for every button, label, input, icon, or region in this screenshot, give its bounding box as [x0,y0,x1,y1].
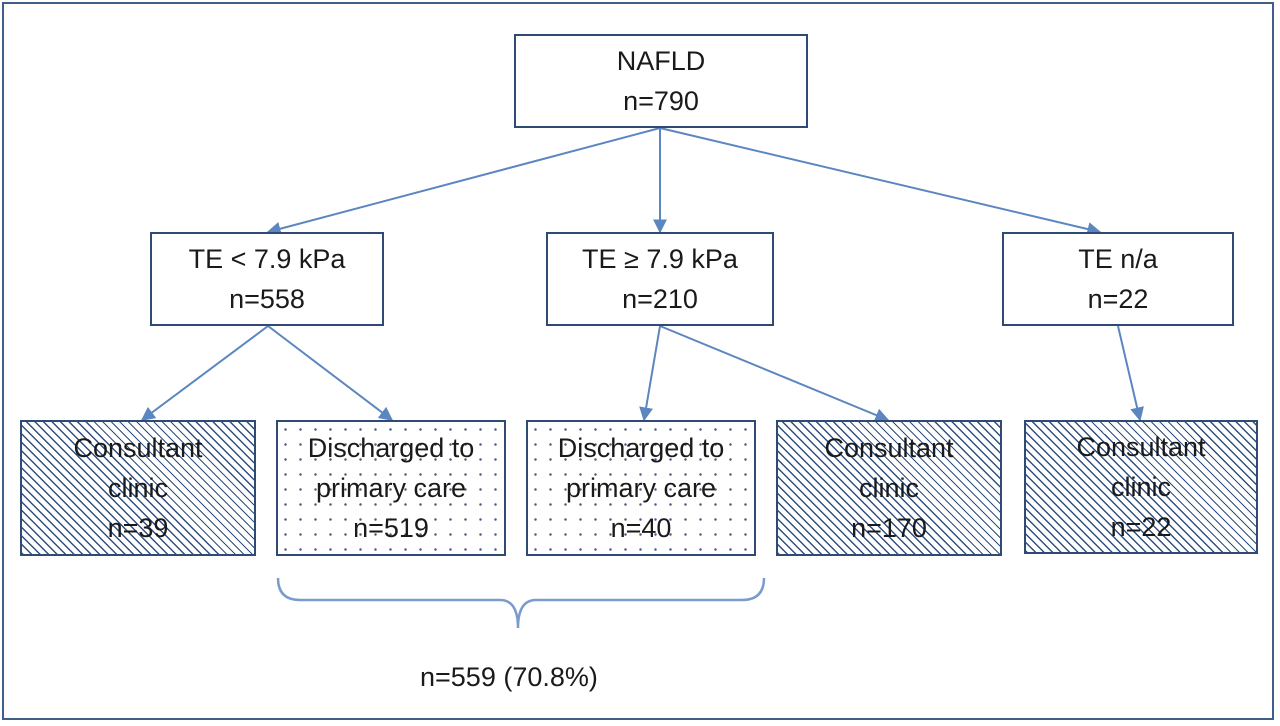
leaf-consultant-clinic-1: Consultant clinic n=39 [20,420,256,556]
arrow-te-high-to-discharged [639,325,661,422]
arrow-root-to-te-low [266,127,661,236]
arrow-te-high-to-clinic [659,325,890,422]
leaf-line: Discharged to [307,433,475,463]
leaf-line: primary care [315,473,467,503]
arrow-te-low-to-clinic [140,325,269,421]
leaf-count: n=39 [107,513,169,543]
node-te-high: TE ≥ 7.9 kPa n=210 [546,232,774,326]
leaf-consultant-clinic-2: Consultant clinic n=170 [776,420,1002,556]
leaf-line: primary care [565,473,717,503]
leaf-line: Consultant [824,433,954,463]
node-count: n=210 [622,284,698,314]
root-node: NAFLD n=790 [514,34,808,128]
node-title: TE < 7.9 kPa [188,244,346,274]
leaf-line: Consultant [73,433,203,463]
leaf-count: n=170 [851,513,927,543]
leaf-line: Consultant [1076,432,1206,462]
leaf-count: n=22 [1110,512,1172,542]
leaf-discharged-1: Discharged to primary care n=519 [276,420,506,556]
summary-bracket [276,577,766,629]
leaf-consultant-clinic-3: Consultant clinic n=22 [1024,420,1258,554]
node-count: n=22 [1087,284,1149,314]
node-te-na: TE n/a n=22 [1002,232,1234,326]
leaf-count: n=519 [353,513,429,543]
leaf-line: clinic [1110,472,1171,502]
node-te-low: TE < 7.9 kPa n=558 [150,232,384,326]
arrow-te-na-to-clinic [1117,325,1144,422]
node-count: n=558 [229,284,305,314]
leaf-count: n=40 [610,513,672,543]
node-title: TE ≥ 7.9 kPa [582,244,738,274]
summary-total: n=559 (70.8%) [420,662,598,692]
arrow-te-low-to-discharged [267,325,394,421]
leaf-line: Discharged to [557,433,725,463]
leaf-line: clinic [107,473,168,503]
leaf-line: clinic [858,473,919,503]
node-title: TE n/a [1078,244,1158,274]
root-count: n=790 [623,86,699,116]
leaf-discharged-2: Discharged to primary care n=40 [526,420,756,556]
arrow-root-to-te-na [659,127,1102,236]
root-title: NAFLD [616,46,706,76]
